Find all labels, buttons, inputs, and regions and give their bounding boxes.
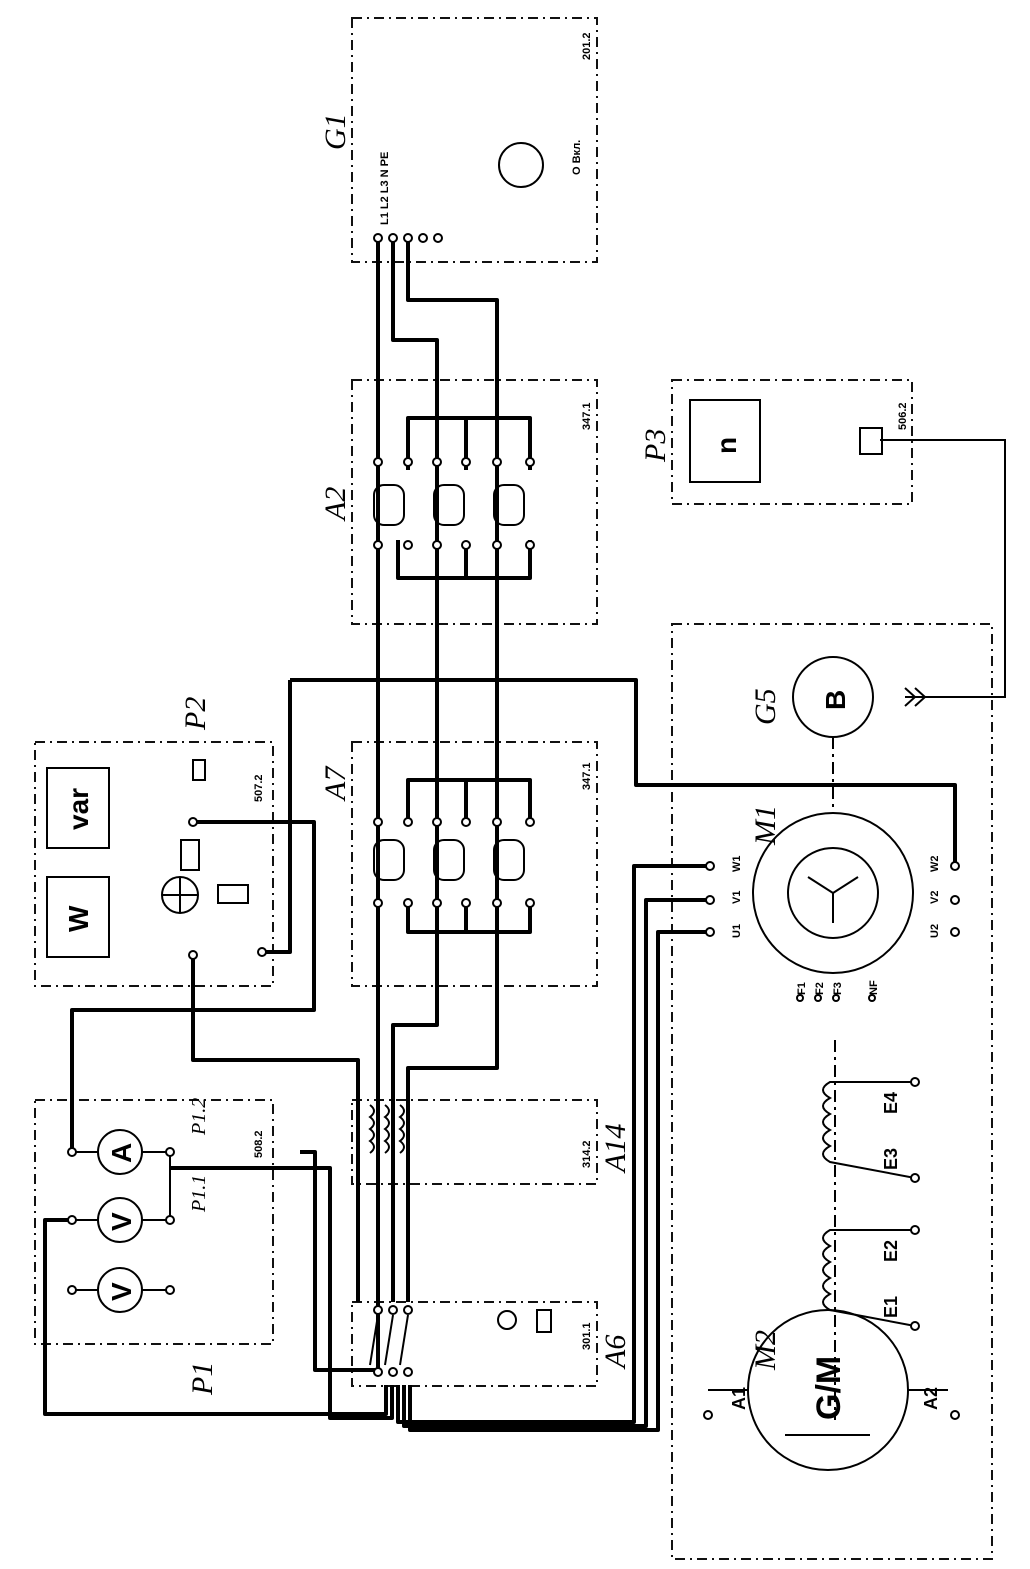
label-G1: G1: [319, 113, 352, 150]
code-A14: 314.2: [581, 1140, 593, 1168]
pin-NF: NF: [868, 980, 880, 995]
frame-A7: [351, 741, 598, 987]
switch-label-G1: O Вкл.: [571, 140, 583, 175]
frame-A14: [351, 1099, 598, 1185]
switch-lamp-icon: [536, 1309, 552, 1333]
symbol-M2: G/M: [810, 1356, 848, 1420]
sensor-G5: [792, 656, 874, 810]
motor-M1: [705, 812, 960, 1420]
transformer-bank-A7: [373, 778, 535, 934]
code-P2: 507.2: [253, 774, 265, 802]
coil-A7-2: [433, 839, 465, 881]
pin-A1: A1: [729, 1387, 749, 1410]
label-P1-1: P1.1: [188, 1175, 210, 1213]
pin-E1: E1: [881, 1296, 901, 1318]
main-wires: [43, 238, 1006, 1432]
label-P3: P3: [639, 429, 672, 463]
power-meter-P2: [46, 759, 267, 960]
coil-A2-2: [433, 484, 465, 526]
source-G1: [373, 142, 544, 243]
pin-W1: W1: [731, 856, 743, 873]
coil-A2-3: [493, 484, 525, 526]
code-P3: 506.2: [897, 402, 909, 430]
label-M2: M2: [749, 1330, 782, 1371]
switch-A6: [369, 1305, 552, 1377]
meter-var: var: [63, 788, 94, 830]
frame-P3: [671, 379, 913, 505]
code-P1: 508.2: [253, 1130, 265, 1158]
voltmeter-symbol-1: V: [106, 1212, 137, 1231]
meters-P1: [67, 1129, 175, 1313]
frame-G1: [351, 17, 598, 263]
label-P2: P2: [179, 697, 212, 731]
pin-E3: E3: [881, 1148, 901, 1170]
connector-icon: [859, 427, 883, 455]
frame-A2: [351, 379, 598, 625]
label-P1-2: P1.2: [188, 1098, 210, 1136]
meter-w: W: [63, 905, 94, 932]
power-knob-icon: [498, 142, 544, 188]
code-A6: 301.1: [581, 1322, 593, 1350]
transformer-bank-A2: [373, 416, 535, 580]
pin-V1: V1: [731, 891, 743, 904]
machine-M2: [703, 1077, 960, 1471]
label-A7: A7: [319, 765, 352, 802]
label-P1: P1: [186, 1362, 219, 1396]
pin-V2: V2: [929, 891, 941, 904]
pin-F1: F1: [796, 982, 808, 995]
frame-A6: [351, 1301, 598, 1387]
pin-E4: E4: [881, 1092, 901, 1114]
pin-F3: F3: [832, 982, 844, 995]
symbol-G5: B: [820, 690, 851, 710]
pin-U2: U2: [929, 924, 941, 938]
label-G5: G5: [749, 688, 782, 725]
coil-A7-3: [493, 839, 525, 881]
pin-A2: A2: [921, 1387, 941, 1410]
ammeter-symbol: A: [106, 1143, 137, 1163]
speed-meter-P3: [689, 399, 883, 483]
power-switch-icon: [497, 1310, 517, 1330]
pin-F2: F2: [814, 982, 826, 995]
code-A2: 347.1: [581, 402, 593, 430]
label-M1: M1: [749, 805, 782, 846]
frame-P2: [34, 741, 274, 987]
frame-P1: [34, 1099, 274, 1345]
terminals-G1: L1 L2 L3 N PE: [379, 152, 391, 225]
code-A7: 347.1: [581, 762, 593, 790]
reactors-A14: [368, 1104, 405, 1154]
voltmeter-symbol-2: V: [106, 1282, 137, 1301]
frame-M1-M2: [671, 623, 993, 1560]
pin-E2: E2: [881, 1240, 901, 1262]
coil-A7-1: [373, 839, 405, 881]
code-G1: 201.2: [581, 32, 593, 60]
label-A6: A6: [599, 1335, 632, 1370]
coil-A2-1: [373, 484, 405, 526]
pin-W2: W2: [929, 856, 941, 873]
label-A2: A2: [319, 487, 352, 522]
display-P3: n: [711, 437, 742, 454]
pin-U1: U1: [731, 924, 743, 938]
label-A14: A14: [599, 1124, 632, 1174]
